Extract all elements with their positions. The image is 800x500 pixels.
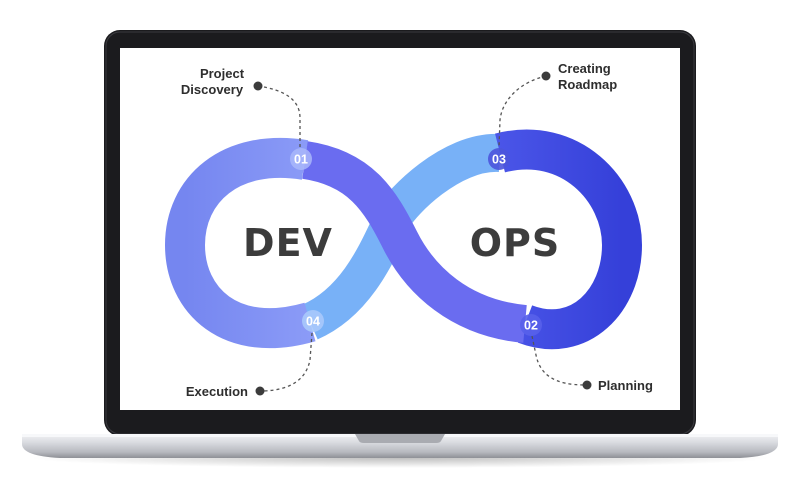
step-01-connector bbox=[257, 85, 301, 148]
laptop-lid-notch bbox=[355, 434, 445, 443]
dev-loop bbox=[164, 138, 316, 349]
step-01-number: 01 bbox=[294, 153, 308, 167]
cross-ribbon-front bbox=[301, 141, 528, 343]
step-04-label-line1: Execution bbox=[186, 384, 248, 399]
step-01: 01 Project Discovery bbox=[181, 66, 312, 170]
dev-word: DEV bbox=[243, 221, 333, 265]
step-03-connector bbox=[498, 75, 547, 148]
step-03: 03 Creating Roadmap bbox=[488, 61, 617, 170]
laptop-base bbox=[22, 434, 778, 458]
step-03-number: 03 bbox=[492, 153, 506, 167]
step-02-number: 02 bbox=[524, 319, 538, 333]
step-02-dot bbox=[582, 380, 592, 390]
step-04-connector bbox=[262, 332, 313, 392]
step-04: 04 Execution bbox=[186, 310, 324, 399]
step-04-number: 04 bbox=[306, 315, 320, 329]
step-01-badge bbox=[290, 148, 312, 170]
step-04-badge bbox=[302, 310, 324, 332]
ops-loop bbox=[495, 129, 643, 350]
step-01-label-line1: Project bbox=[200, 66, 245, 81]
ops-word: OPS bbox=[470, 221, 561, 265]
step-03-badge bbox=[488, 148, 510, 170]
infinity-loop bbox=[164, 129, 643, 350]
step-03-dot bbox=[541, 71, 551, 81]
step-01-dot bbox=[253, 81, 263, 91]
step-02-badge bbox=[520, 314, 542, 336]
step-02-label-line1: Planning bbox=[598, 378, 653, 393]
step-03-label-line2: Roadmap bbox=[558, 77, 617, 92]
step-02-connector bbox=[531, 335, 586, 386]
step-01-label-line2: Discovery bbox=[181, 82, 244, 97]
step-03-label-line1: Creating bbox=[558, 61, 611, 76]
step-02: 02 Planning bbox=[520, 314, 653, 393]
step-04-dot bbox=[255, 386, 265, 396]
